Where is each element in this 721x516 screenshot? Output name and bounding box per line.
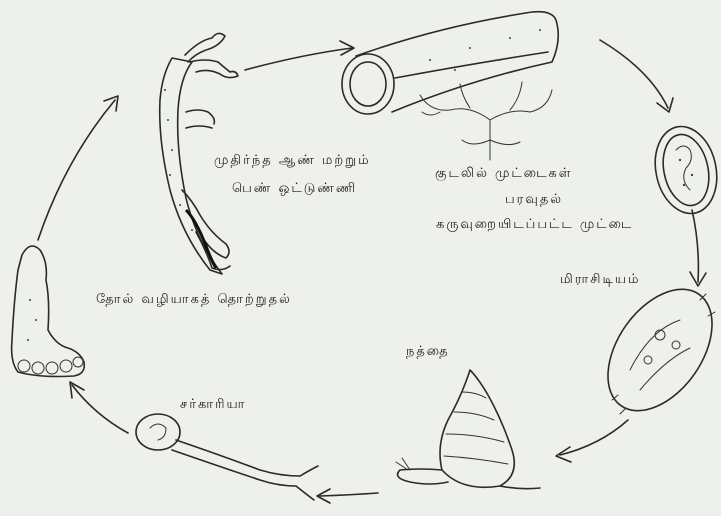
label-adult-worms-2: பெண் ஒட்டுண்ணி [232,181,357,197]
arrow-cercaria-to-skin [72,385,128,433]
label-adult-worms: முதிர்ந்த ஆண் மற்றும் [214,153,371,169]
label-embryonated-egg: கருவுறையிடப்பட்ட முட்டை [436,217,633,233]
cercaria-illustration [136,414,318,500]
label-snail: நத்தை [406,344,450,360]
arrow-egg-to-miracidium [692,210,698,282]
label-eggs-in-gut-2: பரவுதல் [505,192,563,208]
intestine-illustration [342,12,558,160]
miracidium-illustration [587,270,721,430]
label-eggs-in-gut: குடலில் முட்டைகள் [435,166,572,182]
snail-illustration [396,370,540,489]
label-miracidium: மிராசிடியம் [560,272,640,288]
arrowhead-2 [657,98,673,112]
egg-illustration [648,121,721,220]
arrowhead-7 [104,96,118,111]
arrow-snail-to-cercaria [320,493,378,496]
label-skin-penetration: தோல் வழியாகத் தொற்றுதல் [96,292,292,308]
arrow-miracidium-to-snail [560,420,628,455]
arrow-intestine-to-egg [600,40,668,108]
foot-illustration [12,246,85,377]
label-cercaria: சர்காரியா [180,397,246,413]
arrow-skin-to-worms [38,100,115,240]
arrow-worms-to-intestine [245,48,352,70]
